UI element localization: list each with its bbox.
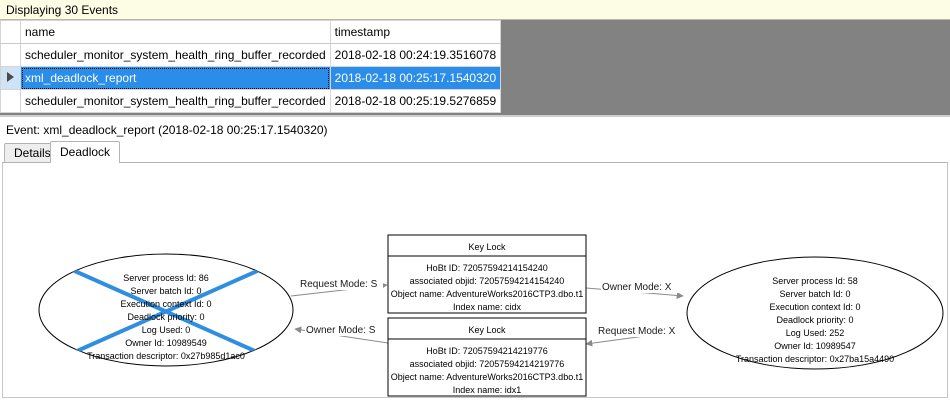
status-bar-label: Displaying 30 Events (6, 2, 119, 17)
cell-name[interactable]: xml_deadlock_report (20, 66, 331, 90)
resource-bottom-line-0: HoBt ID: 72057594214219776 (426, 346, 548, 356)
cell-timestamp[interactable]: 2018-02-18 00:25:19.5276859 (329, 89, 502, 113)
resource-node-key-lock-bottom[interactable]: Key Lock HoBt ID: 72057594214219776 asso… (387, 317, 587, 397)
svg-text:Request Mode: X: Request Mode: X (598, 326, 676, 337)
row-selector-header (0, 20, 21, 44)
process-node-victim[interactable]: Server process Id: 86 Server batch Id: 0… (38, 253, 294, 367)
detail-tabstrip: Details Deadlock (0, 141, 950, 163)
grid-header-row: name timestamp (0, 20, 502, 44)
svg-text:Request Mode: S: Request Mode: S (300, 279, 378, 290)
victim-line-2: Execution context Id: 0 (120, 299, 211, 309)
victim-line-4: Log Used: 0 (142, 325, 191, 335)
survivor-line-4: Log Used: 252 (786, 328, 845, 338)
resource-top-line-2: Object name: AdventureWorks2016CTP3.dbo.… (391, 289, 583, 299)
cell-timestamp[interactable]: 2018-02-18 00:24:19.3516078 (329, 43, 502, 67)
row-selector-cell[interactable] (0, 89, 21, 113)
resource-top-line-3: Index name: cidx (453, 302, 522, 312)
events-grid-panel: name timestamp scheduler_monitor_system_… (0, 20, 950, 117)
process-node-survivor[interactable]: Server process Id: 58 Server batch Id: 0… (686, 256, 944, 370)
svg-text:Owner Mode: S: Owner Mode: S (306, 325, 376, 336)
cell-name[interactable]: scheduler_monitor_system_health_ring_buf… (20, 43, 331, 67)
survivor-line-3: Deadlock priority: 0 (776, 315, 853, 325)
event-detail-header: Event: xml_deadlock_report (2018-02-18 0… (0, 119, 950, 141)
survivor-line-1: Server batch Id: 0 (779, 289, 850, 299)
current-row-arrow-icon (7, 72, 14, 82)
event-detail-title: Event: xml_deadlock_report (2018-02-18 0… (6, 123, 328, 137)
survivor-line-0: Server process Id: 58 (772, 276, 858, 286)
column-header-timestamp[interactable]: timestamp (329, 20, 502, 44)
cell-name[interactable]: scheduler_monitor_system_health_ring_buf… (20, 89, 331, 113)
resource-bottom-title: Key Lock (468, 325, 506, 335)
survivor-line-2: Execution context Id: 0 (769, 302, 860, 312)
row-selector-cell-current[interactable] (0, 66, 21, 90)
edge-label-request-mode-x: Request Mode: X (597, 324, 683, 337)
cell-timestamp[interactable]: 2018-02-18 00:25:17.1540320 (329, 66, 502, 90)
victim-line-5: Owner Id: 10989549 (125, 338, 207, 348)
survivor-line-6: Transaction descriptor: 0x27ba15a4490 (736, 354, 894, 364)
table-row[interactable]: scheduler_monitor_system_health_ring_buf… (0, 89, 502, 113)
resource-bottom-line-1: associated objid: 72057594214219776 (410, 359, 565, 369)
resource-top-title: Key Lock (468, 242, 506, 252)
row-selector-cell[interactable] (0, 43, 21, 67)
resource-bottom-line-2: Object name: AdventureWorks2016CTP3.dbo.… (391, 372, 583, 382)
victim-line-3: Deadlock priority: 0 (127, 312, 204, 322)
victim-line-6: Transaction descriptor: 0x27b985d1ac0 (87, 351, 245, 361)
status-bar: Displaying 30 Events (0, 0, 950, 20)
events-grid[interactable]: name timestamp scheduler_monitor_system_… (0, 20, 502, 113)
victim-cross-icon (58, 262, 274, 361)
victim-line-1: Server batch Id: 0 (130, 286, 201, 296)
resource-node-key-lock-top[interactable]: Key Lock HoBt ID: 72057594214154240 asso… (387, 234, 587, 314)
deadlock-graph-canvas[interactable]: Server process Id: 86 Server batch Id: 0… (2, 162, 948, 398)
resource-bottom-line-3: Index name: idx1 (453, 385, 522, 395)
table-row[interactable]: scheduler_monitor_system_health_ring_buf… (0, 43, 502, 67)
column-header-name[interactable]: name (20, 20, 331, 44)
survivor-line-5: Owner Id: 10989547 (774, 341, 856, 351)
tab-deadlock[interactable]: Deadlock (50, 141, 121, 163)
resource-top-line-0: HoBt ID: 72057594214154240 (426, 263, 548, 273)
edge-label-owner-mode-s: Owner Mode: S (305, 323, 385, 336)
resource-top-line-1: associated objid: 72057594214154240 (410, 276, 565, 286)
edge-label-owner-mode-x: Owner Mode: X (601, 280, 679, 293)
edge-label-request-mode-s: Request Mode: S (299, 277, 383, 290)
svg-text:Owner Mode: X: Owner Mode: X (602, 282, 672, 293)
table-row-selected[interactable]: xml_deadlock_report 2018-02-18 00:25:17.… (0, 66, 502, 90)
victim-line-0: Server process Id: 86 (123, 273, 209, 283)
